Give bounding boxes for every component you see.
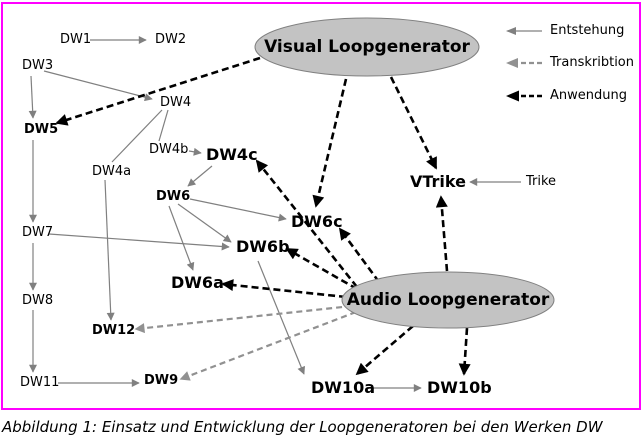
edge-visual-dw5	[55, 56, 261, 126]
node-dw6: DW6	[156, 189, 191, 204]
edge-audio-dw6b	[285, 247, 358, 291]
node-dw7: DW7	[22, 225, 54, 240]
edge-visual-dw6c	[312, 78, 348, 208]
edge-dw4c-dw6	[187, 165, 213, 187]
edge-audio-dw6a	[221, 279, 347, 299]
node-dw6a: DW6a	[171, 273, 224, 292]
edge-audio-dw10a	[355, 325, 414, 376]
legend-entstehung: Entstehung	[504, 23, 624, 38]
edge-dw4b-dw4c	[188, 147, 202, 156]
figure-caption: Abbildung 1: Einsatz und Entwicklung der…	[2, 418, 603, 436]
node-dw8: DW8	[22, 293, 54, 308]
legend-entstehung-label: Entstehung	[550, 23, 625, 38]
visual-loopgenerator-ellipse	[254, 17, 480, 77]
node-dw6b: DW6b	[236, 237, 290, 256]
legend-anwendung: Anwendung	[504, 88, 627, 103]
edge-audio-dw10b	[458, 327, 471, 376]
edge-dw4-dw4b	[158, 109, 169, 142]
edge-dw4-dw4a	[111, 109, 163, 163]
node-dw4: DW4	[160, 95, 192, 110]
node-dw11: DW11	[20, 375, 60, 390]
edge-audio-dw12	[134, 304, 353, 334]
audio-loopgenerator-label: Audio Loopgenerator	[346, 290, 550, 310]
edge-dw3-dw5	[28, 75, 37, 119]
edge-audio-vtrike	[435, 195, 449, 272]
audio-loopgenerator-ellipse	[341, 271, 555, 329]
node-dw5: DW5	[24, 122, 59, 137]
node-dw9: DW9	[144, 373, 179, 388]
node-vtrike: VTrike	[410, 172, 466, 191]
node-dw3: DW3	[22, 58, 54, 73]
legend-anwendung-label: Anwendung	[550, 88, 627, 103]
edge-dw6b-dw10a	[257, 260, 305, 375]
edge-audio-dw9	[179, 310, 357, 381]
magenta-frame	[1, 2, 641, 410]
node-dw4c: DW4c	[206, 145, 258, 164]
node-dw6c: DW6c	[291, 212, 343, 231]
edge-dw4a-dw12	[104, 179, 115, 321]
edge-dw6-dw6b	[177, 203, 232, 243]
edge-dw7-dw6b	[48, 233, 230, 251]
transkribtion-arrow-icon	[506, 57, 542, 68]
node-dw4b: DW4b	[149, 142, 189, 157]
edge-dw6-dw6a	[168, 205, 195, 271]
visual-loopgenerator-label: Visual Loopgenerator	[264, 37, 470, 57]
node-dw4a: DW4a	[92, 164, 132, 179]
node-dw12: DW12	[92, 323, 136, 338]
node-trike: Trike	[526, 174, 557, 189]
node-dw10a: DW10a	[311, 378, 375, 397]
entstehung-edges	[28, 36, 521, 392]
node-dw1: DW1	[60, 32, 92, 47]
diagram-canvas	[28, 17, 555, 392]
edge-dw6-dw6c	[189, 198, 287, 222]
edge-audio-dw4c	[255, 159, 359, 288]
entstehung-arrow-icon	[506, 26, 542, 35]
anwendung-arrow-icon	[506, 90, 542, 101]
node-dw2: DW2	[155, 32, 187, 47]
legend-transkribtion: Transkribtion	[504, 55, 634, 70]
edge-dw3-dw4	[43, 70, 153, 102]
transkribtion-edges	[134, 304, 357, 381]
node-dw10b: DW10b	[427, 378, 492, 397]
edge-visual-vtrike	[389, 76, 438, 170]
anwendung-edges	[55, 56, 471, 376]
legend-transkribtion-label: Transkribtion	[550, 55, 634, 70]
